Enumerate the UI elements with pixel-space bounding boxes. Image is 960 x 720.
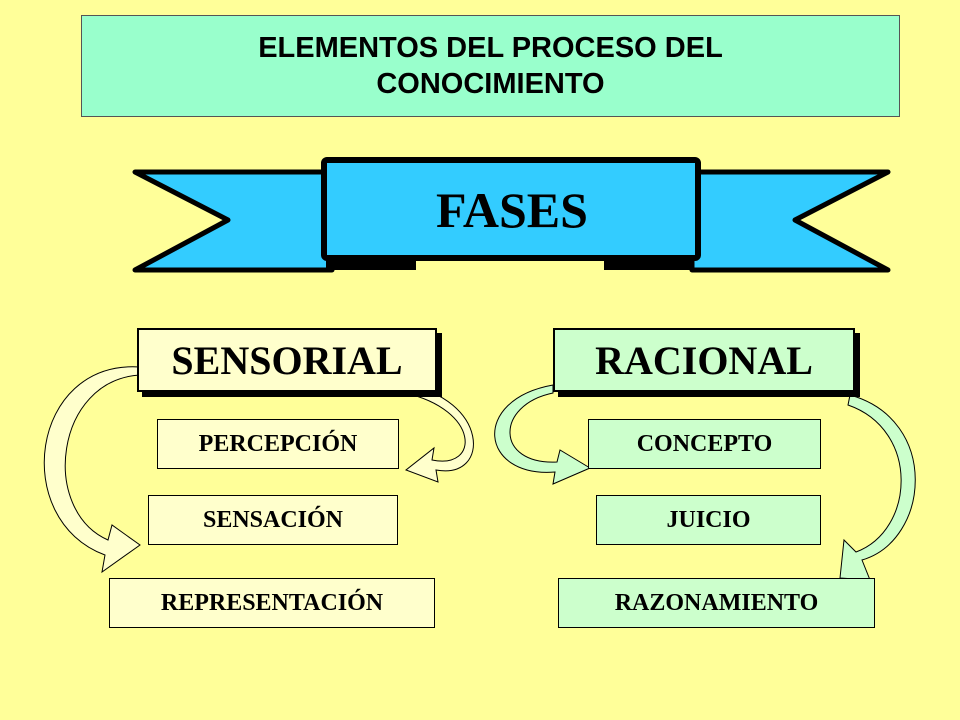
arrow-racional-left [494,384,592,485]
sensorial-item-sensacion: SENSACIÓN [148,495,398,545]
ribbon-center [321,157,701,261]
arrow-sensorial-left [43,366,141,574]
racional-item-razonamiento: RAZONAMIENTO [558,578,875,628]
arrow-sensorial-right [404,384,474,483]
ribbon-right-tail [689,169,891,273]
racional-item-concepto: CONCEPTO [588,419,821,469]
page-title: ELEMENTOS DEL PROCESO DEL CONOCIMIENTO [258,32,723,100]
sensorial-item-representacion: REPRESENTACIÓN [109,578,435,628]
arrow-racional-right [839,394,916,581]
banner-label: FASES [436,182,588,238]
sensorial-header: SENSORIAL [137,328,437,392]
ribbon-banner [132,157,891,273]
racional-header: RACIONAL [553,328,855,392]
sensorial-item-percepcion: PERCEPCIÓN [157,419,399,469]
ribbon-left-tail [132,169,335,273]
racional-item-juicio: JUICIO [596,495,821,545]
title-box: ELEMENTOS DEL PROCESO DEL CONOCIMIENTO [81,15,900,117]
